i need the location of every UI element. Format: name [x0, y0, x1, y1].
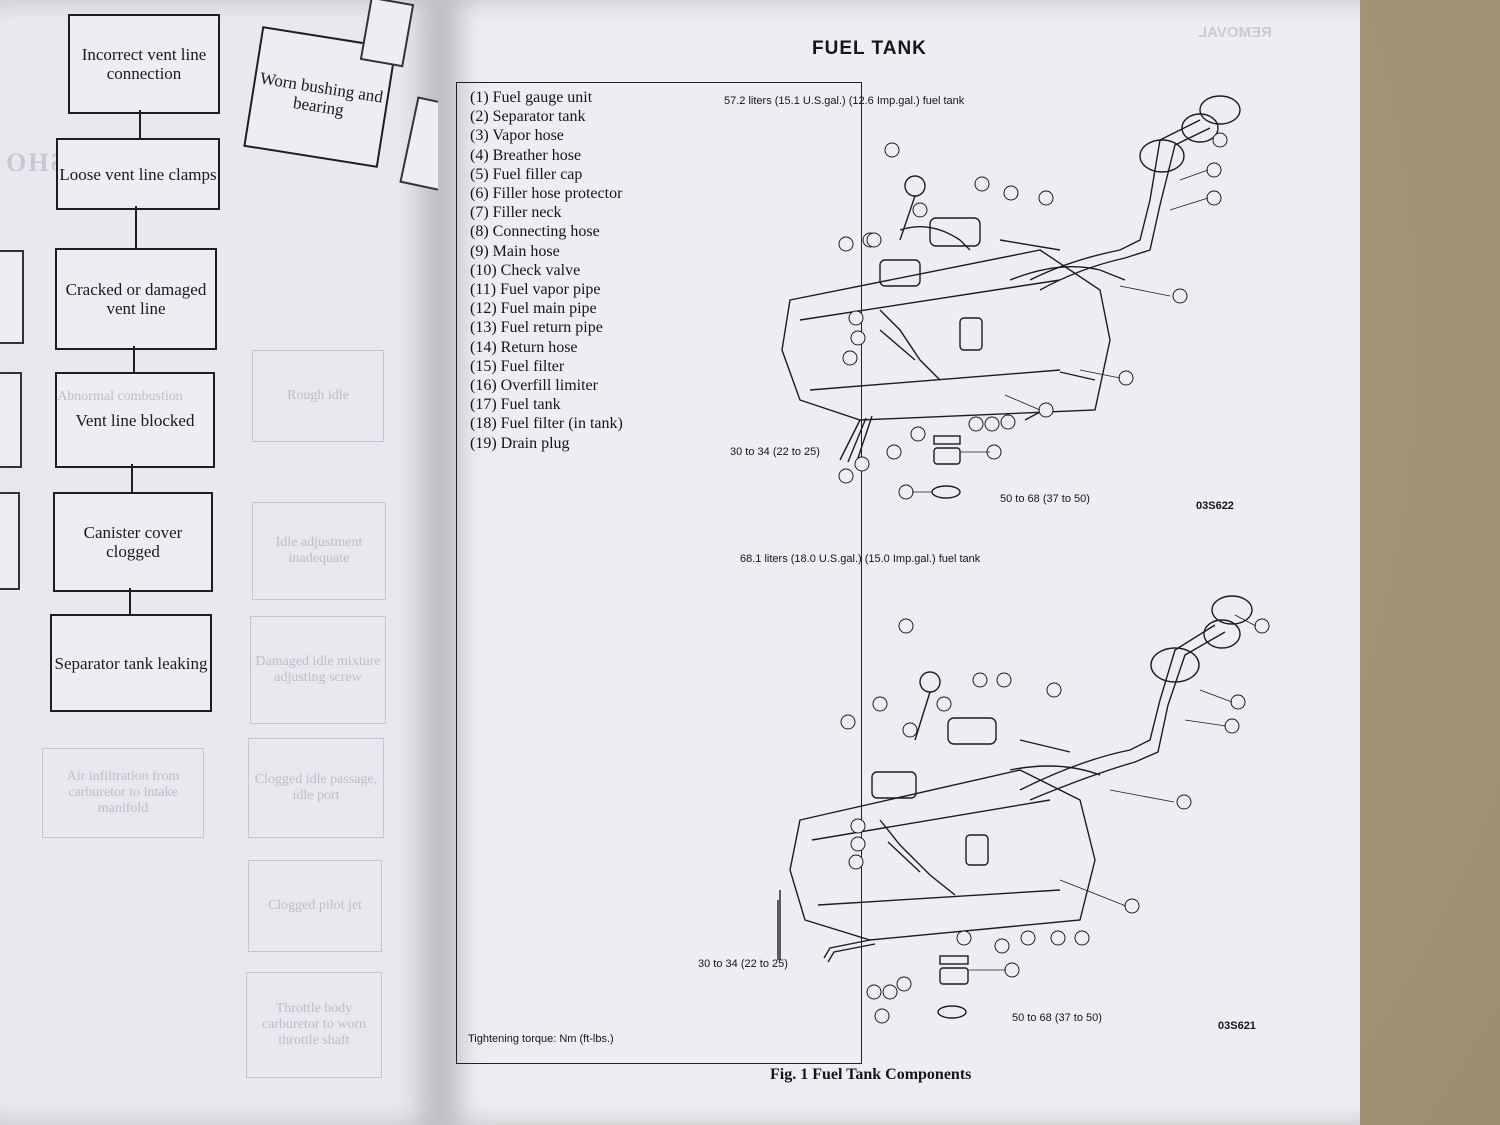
connector-line — [135, 206, 137, 248]
page-title: FUEL TANK — [812, 38, 927, 59]
ghost-box: Damaged idle mixture adjusting screw — [250, 616, 386, 724]
ghost-box: Clogged idle passage, idle port — [248, 738, 384, 838]
vent-line-blocked-box: Vent line blocked — [55, 372, 215, 468]
legend-item: (11) Fuel vapor pipe — [470, 281, 601, 299]
cracked-vent-line-box: Cracked or damaged vent line — [55, 248, 217, 350]
legend-item: (2) Separator tank — [470, 108, 586, 126]
cut-off-box — [359, 0, 415, 68]
ghost-box: Abnormal combustion — [57, 389, 183, 404]
connector-line — [133, 346, 135, 372]
legend-item: (18) Fuel filter (in tank) — [470, 415, 623, 433]
legend-item: (3) Vapor hose — [470, 127, 564, 145]
loose-vent-line-box: Loose vent line clamps — [56, 138, 220, 210]
separator-tank-box: Separator tank leaking — [50, 614, 212, 712]
left-page: TROUBLE SHO Incorrect vent line connecti… — [0, 0, 438, 1125]
legend-item: (16) Overfill limiter — [470, 377, 598, 395]
legend-item: (10) Check valve — [470, 261, 581, 279]
legend-item: (17) Fuel tank — [470, 396, 561, 414]
connector-line — [131, 464, 133, 492]
top-mount-torque: 30 to 34 (22 to 25) — [730, 446, 820, 458]
cut-off-box — [0, 250, 24, 344]
top-tank-capacity-label: 57.2 liters (15.1 U.S.gal.) (12.6 Imp.ga… — [724, 95, 965, 107]
ghost-box: Clogged pilot jet — [248, 860, 382, 952]
legend-item: (19) Drain plug — [470, 434, 570, 452]
legend-item: (4) Breather hose — [470, 146, 582, 164]
legend-item: (14) Return hose — [470, 338, 578, 356]
cut-off-box — [0, 372, 22, 468]
canister-cover-box: Canister cover clogged — [53, 492, 213, 592]
connector-line — [129, 588, 131, 614]
legend-item: (6) Filler hose protector — [470, 185, 623, 203]
ghost-box: Idle adjustment inadequate — [252, 502, 386, 600]
legend-item: (9) Main hose — [470, 242, 560, 260]
ghost-box: Air infiltration from carburetor to inta… — [42, 748, 204, 838]
ghost-box: Rough idle — [252, 350, 384, 442]
legend-item: (13) Fuel return pipe — [470, 319, 603, 337]
legend-item: (5) Fuel filler cap — [470, 165, 583, 183]
legend-item: (12) Fuel main pipe — [470, 300, 597, 318]
connector-line — [139, 110, 141, 138]
ghost-header: REMOVAL — [1198, 24, 1272, 41]
bottom-tank-capacity-label: 68.1 liters (18.0 U.S.gal.) (15.0 Imp.ga… — [740, 553, 981, 565]
bottom-mount-torque: 30 to 34 (22 to 25) — [698, 958, 788, 970]
figure-frame — [456, 82, 862, 1064]
bottom-drain-torque: 50 to 68 (37 to 50) — [1012, 1012, 1102, 1024]
legend-item: (8) Connecting hose — [470, 223, 600, 241]
cut-off-box — [399, 96, 438, 192]
parts-legend: (1) Fuel gauge unit (2) Separator tank (… — [470, 88, 623, 453]
legend-item: (7) Filler neck — [470, 204, 562, 222]
top-diagram-code: 03S622 — [1196, 500, 1234, 512]
legend-item: (1) Fuel gauge unit — [470, 89, 593, 106]
figure-caption: Fig. 1 Fuel Tank Components — [770, 1066, 972, 1083]
cut-off-box — [0, 492, 20, 590]
bottom-diagram-code: 03S621 — [1218, 1020, 1256, 1032]
torque-note: Tightening torque: Nm (ft-lbs.) — [468, 1033, 614, 1045]
top-drain-torque: 50 to 68 (37 to 50) — [1000, 493, 1090, 505]
incorrect-vent-line-box: Incorrect vent line connection — [68, 14, 220, 114]
legend-item: (15) Fuel filter — [470, 357, 565, 375]
ghost-box: Throttle body carburetor to worn throttl… — [246, 972, 382, 1078]
